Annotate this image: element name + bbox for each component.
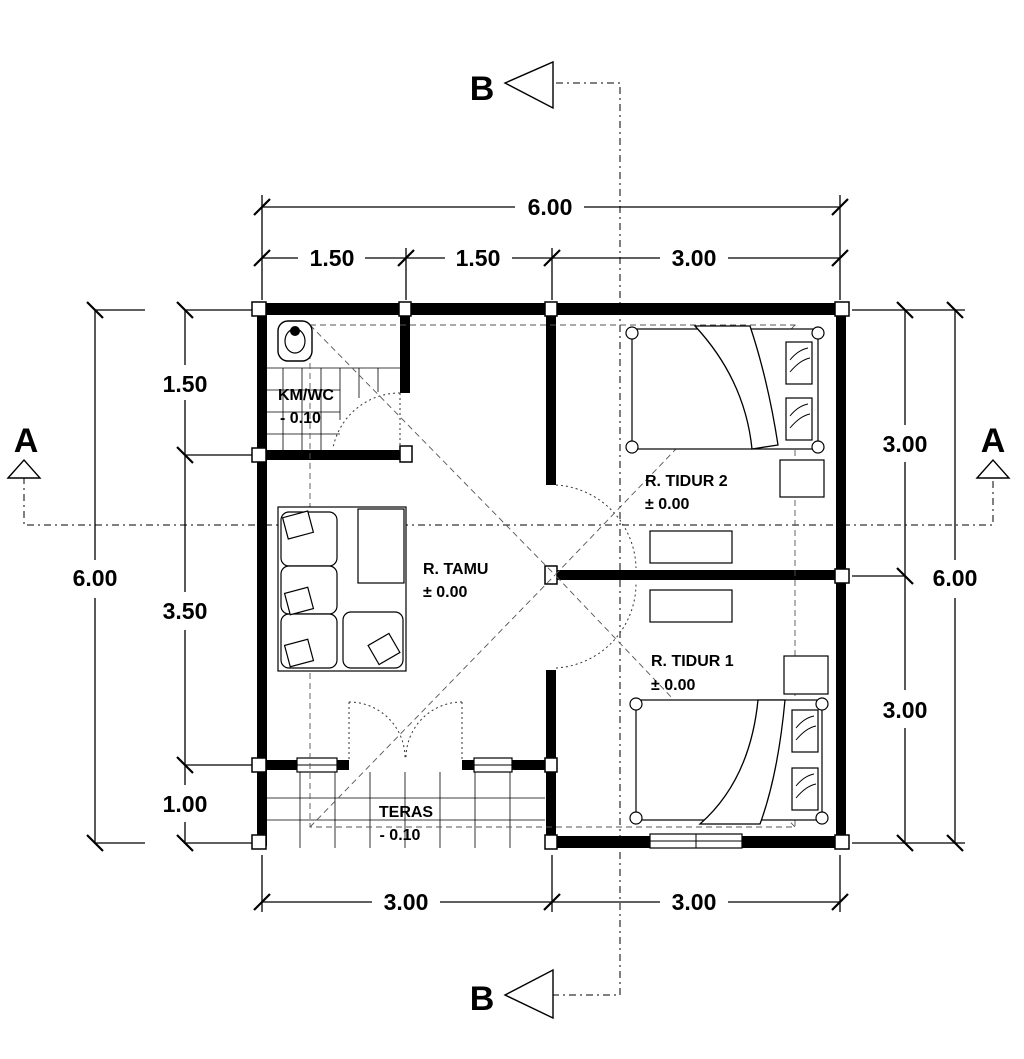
dim-right-total: 6.00 <box>933 565 978 591</box>
toilet-icon <box>277 320 313 362</box>
dim-bottom-seg2: 3.00 <box>672 889 717 915</box>
dim-top-seg2: 1.50 <box>456 245 501 271</box>
coffee-table <box>357 508 405 584</box>
dim-right-seg1: 3.00 <box>883 431 928 457</box>
bed-2-icon <box>625 325 825 498</box>
windows <box>296 757 743 849</box>
room-kmwc-level: - 0.10 <box>280 410 321 427</box>
sofa-icon <box>277 506 407 672</box>
dim-bottom-seg1: 3.00 <box>384 889 429 915</box>
desk-1 <box>649 589 733 623</box>
section-label-a-left: A <box>14 422 39 460</box>
room-tidur1-level: ± 0.00 <box>651 677 695 694</box>
bathroom-tiles <box>265 367 400 452</box>
room-tidur2-name: R. TIDUR 2 <box>645 473 728 490</box>
bed-1-icon <box>629 655 829 825</box>
dimension-lines <box>86 195 965 912</box>
dim-left-seg2: 3.50 <box>163 598 208 624</box>
section-label-a-right: A <box>981 422 1006 460</box>
room-tamu-name: R. TAMU <box>423 561 488 578</box>
columns <box>251 301 850 850</box>
dim-left-seg3: 1.00 <box>163 791 208 817</box>
section-line-b <box>503 60 621 1020</box>
room-teras-name: TERAS <box>379 804 434 821</box>
room-tidur2-level: ± 0.00 <box>645 496 689 513</box>
room-tidur1-name: R. TIDUR 1 <box>651 653 734 670</box>
dim-left-total: 6.00 <box>73 565 118 591</box>
section-line-a <box>6 458 1011 526</box>
room-tamu-level: ± 0.00 <box>423 584 467 601</box>
desk-2 <box>649 530 733 564</box>
terrace-tiles <box>265 772 545 848</box>
doors <box>332 392 637 761</box>
dim-left-seg1: 1.50 <box>163 371 208 397</box>
room-teras-level: - 0.10 <box>380 827 421 844</box>
dim-top-seg3: 3.00 <box>672 245 717 271</box>
dim-right-seg2: 3.00 <box>883 697 928 723</box>
room-kmwc-name: KM/WC <box>278 387 334 404</box>
dim-top-total: 6.00 <box>528 194 573 220</box>
section-label-b-top: B <box>470 70 495 108</box>
dim-top-seg1: 1.50 <box>310 245 355 271</box>
section-label-b-bottom: B <box>470 980 495 1018</box>
